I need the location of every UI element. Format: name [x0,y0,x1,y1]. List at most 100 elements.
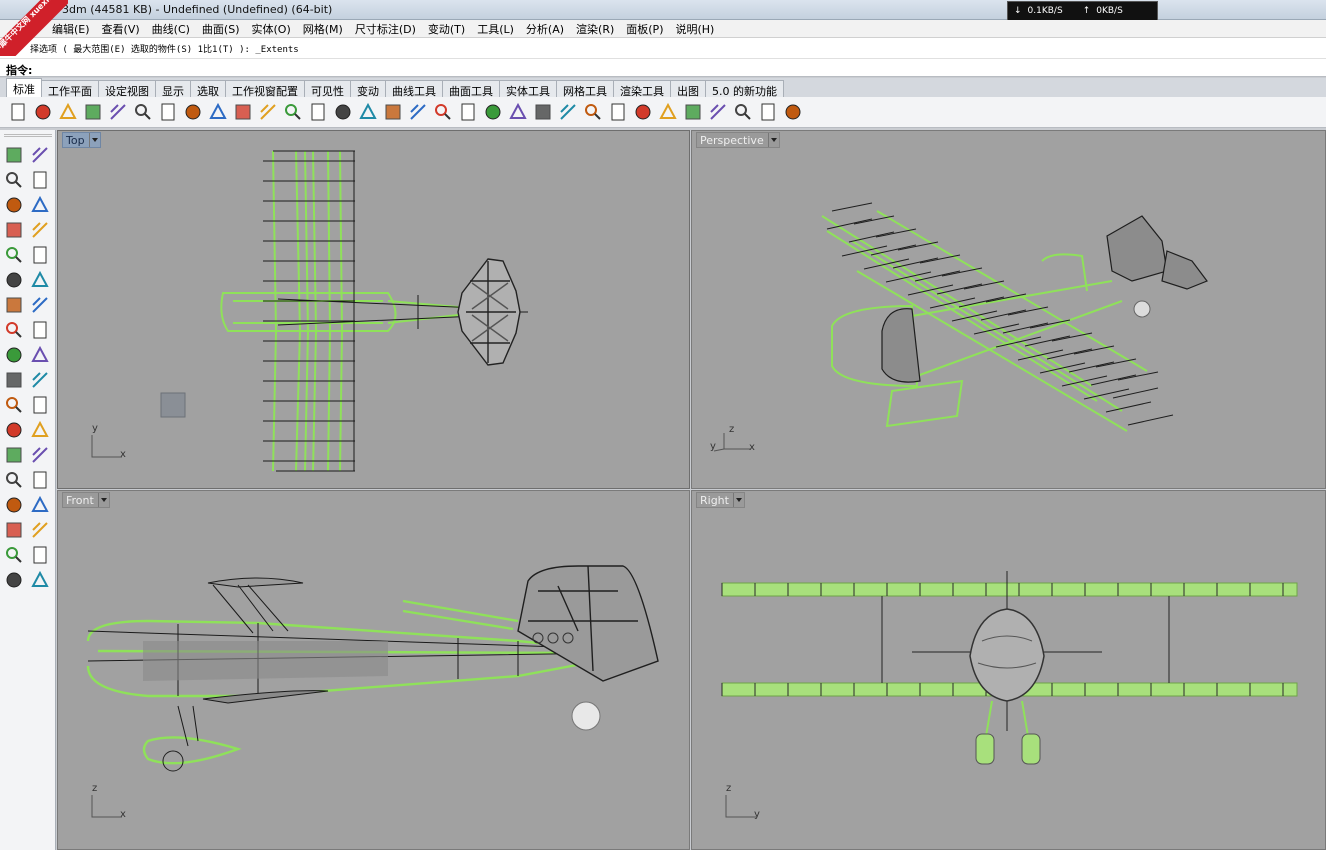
menu-item-5[interactable]: 网格(M) [302,22,343,36]
polyline-icon[interactable] [2,168,26,192]
render-sphere-icon[interactable] [656,100,680,124]
color-wheel-icon[interactable] [606,100,630,124]
undo-icon[interactable] [206,100,230,124]
gears-icon[interactable] [731,100,755,124]
rotate-camera-icon[interactable] [381,100,405,124]
dimension-icon[interactable] [28,443,52,467]
menu-item-3[interactable]: 曲面(S) [201,22,240,36]
surface-plane-icon[interactable] [28,318,52,342]
tab-9[interactable]: 曲面工具 [442,80,500,98]
surface-corner-icon[interactable] [2,268,26,292]
car-icon[interactable] [431,100,455,124]
point-icon[interactable] [28,143,52,167]
print-icon[interactable] [81,100,105,124]
lock-icon[interactable] [556,100,580,124]
import-icon[interactable] [106,100,130,124]
select-filter-icon[interactable] [506,100,530,124]
arc-icon[interactable] [2,243,26,267]
viewport-front[interactable]: Front z x [57,490,690,850]
tab-13[interactable]: 出图 [670,80,706,98]
cut-icon[interactable] [131,100,155,124]
rotate-view-icon[interactable] [256,100,280,124]
ellipse-icon[interactable] [28,193,52,217]
chevron-down-icon[interactable] [732,493,744,507]
tab-12[interactable]: 渲染工具 [613,80,671,98]
circle-icon[interactable] [2,193,26,217]
select-arrow-icon[interactable] [2,143,26,167]
chevron-down-icon[interactable] [88,133,100,147]
tab-7[interactable]: 变动 [350,80,386,98]
boolean-union-icon[interactable] [28,293,52,317]
menu-item-0[interactable]: 编辑(E) [52,22,90,36]
menu-item-10[interactable]: 渲染(R) [576,22,615,36]
open-icon[interactable] [31,100,55,124]
solid-shade-icon[interactable] [2,493,26,517]
tab-8[interactable]: 曲线工具 [385,80,443,98]
group-icon[interactable] [28,393,52,417]
move-icon[interactable] [2,368,26,392]
offset-icon[interactable] [2,418,26,442]
options-icon[interactable] [706,100,730,124]
viewport-tab-front[interactable]: Front [62,492,110,508]
tab-4[interactable]: 选取 [190,80,226,98]
tab-2[interactable]: 设定视图 [98,80,156,98]
menu-item-4[interactable]: 实体(O) [251,22,291,36]
viewport-tab-right[interactable]: Right [696,492,745,508]
blend-icon[interactable] [28,418,52,442]
array-icon[interactable] [2,468,26,492]
explode-icon[interactable] [2,343,26,367]
menu-item-2[interactable]: 曲线(C) [151,22,190,36]
zoom-selected-icon[interactable] [356,100,380,124]
viewport-tab-top[interactable]: Top [62,132,101,148]
zoom-extents-icon[interactable] [331,100,355,124]
mesh-grid-icon[interactable] [2,518,26,542]
menu-item-9[interactable]: 分析(A) [525,22,565,36]
fillet-curve-icon[interactable] [28,243,52,267]
help-icon[interactable] [781,100,805,124]
polygon-icon[interactable] [2,218,26,242]
transform-icon[interactable] [28,468,52,492]
zoom-icon[interactable] [281,100,305,124]
viewport-right[interactable]: Right z y [691,490,1326,850]
menu-item-12[interactable]: 说明(H) [675,22,715,36]
render-object-icon[interactable] [2,568,26,592]
menu-item-1[interactable]: 查看(V) [101,22,140,36]
block-icon[interactable] [28,518,52,542]
history-icon[interactable] [756,100,780,124]
tab-5[interactable]: 工作视窗配置 [225,80,305,98]
text-icon[interactable] [2,443,26,467]
toolbar-grip[interactable] [4,134,52,137]
tab-1[interactable]: 工作平面 [41,80,99,98]
viewport-perspective[interactable]: Perspective z y x [691,130,1326,489]
pan-icon[interactable] [231,100,255,124]
tab-0[interactable]: 标准 [6,78,42,97]
light-icon[interactable] [531,100,555,124]
viewport-tab-perspective[interactable]: Perspective [696,132,780,148]
menu-item-7[interactable]: 变动(T) [427,22,466,36]
viewport-top[interactable]: Top y x [57,130,690,489]
blue-sphere-icon[interactable] [681,100,705,124]
sweep-icon[interactable] [2,393,26,417]
material-icon[interactable] [581,100,605,124]
check-icon[interactable] [28,543,52,567]
new-icon[interactable] [6,100,30,124]
paste-icon[interactable] [181,100,205,124]
menu-item-8[interactable]: 工具(L) [477,22,514,36]
menu-item-11[interactable]: 面板(P) [626,22,664,36]
tab-14[interactable]: 5.0 的新功能 [705,80,784,98]
cylinder-icon[interactable] [2,318,26,342]
tab-3[interactable]: 显示 [155,80,191,98]
control-curve-icon[interactable] [28,168,52,192]
osnap-icon[interactable] [456,100,480,124]
copy-icon[interactable] [156,100,180,124]
paint-icon[interactable] [28,568,52,592]
zoom-window-icon[interactable] [306,100,330,124]
split-icon[interactable] [28,343,52,367]
analyze-icon[interactable] [2,543,26,567]
menu-item-6[interactable]: 尺寸标注(D) [354,22,416,36]
copy-plane-icon[interactable] [28,368,52,392]
rectangle-icon[interactable] [28,218,52,242]
tab-10[interactable]: 实体工具 [499,80,557,98]
tab-11[interactable]: 网格工具 [556,80,614,98]
gumball-icon[interactable] [481,100,505,124]
